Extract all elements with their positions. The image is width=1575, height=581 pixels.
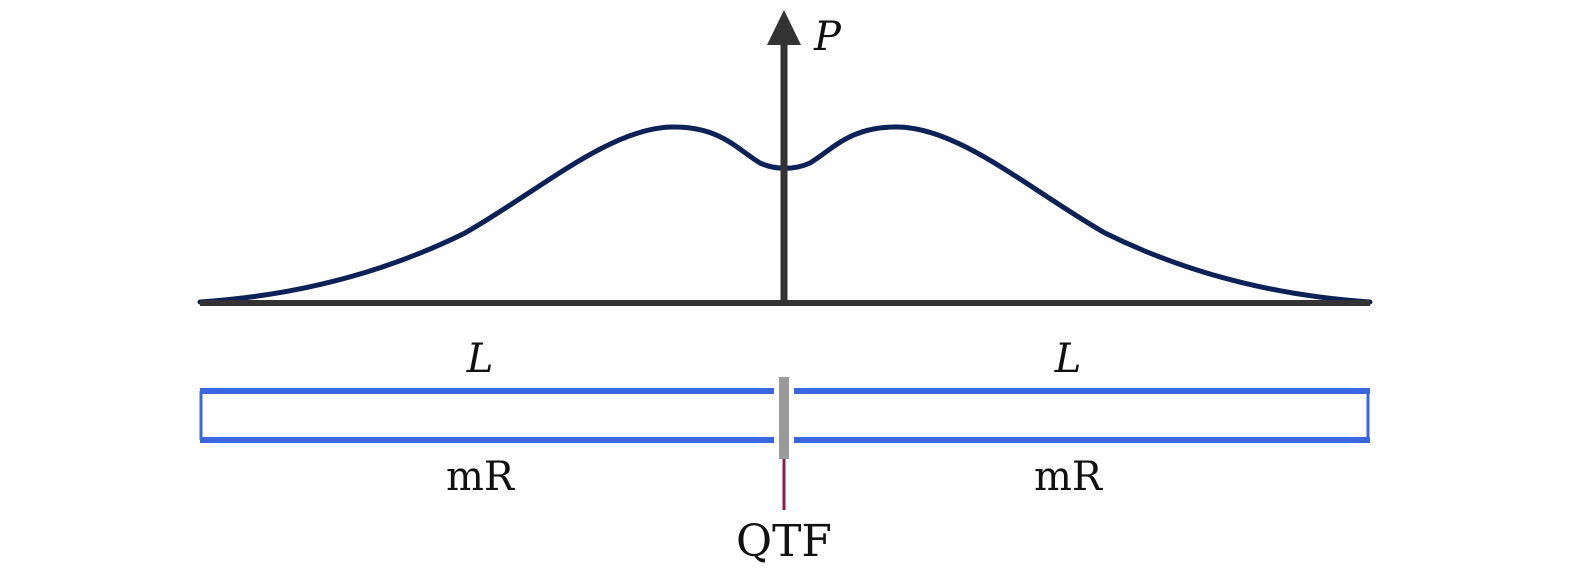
right-length-label: L (1054, 336, 1082, 382)
qtf-prong (779, 377, 789, 459)
qtf-label: QTF (736, 516, 832, 567)
y-axis-label: P (813, 14, 842, 60)
right-resonator-label: mR (1034, 454, 1104, 500)
left-resonator-tube (199, 388, 774, 443)
right-resonator-tube (794, 388, 1370, 443)
left-length-label: L (466, 336, 494, 382)
left-resonator-label: mR (446, 454, 516, 500)
y-axis-arrowhead (767, 10, 801, 45)
